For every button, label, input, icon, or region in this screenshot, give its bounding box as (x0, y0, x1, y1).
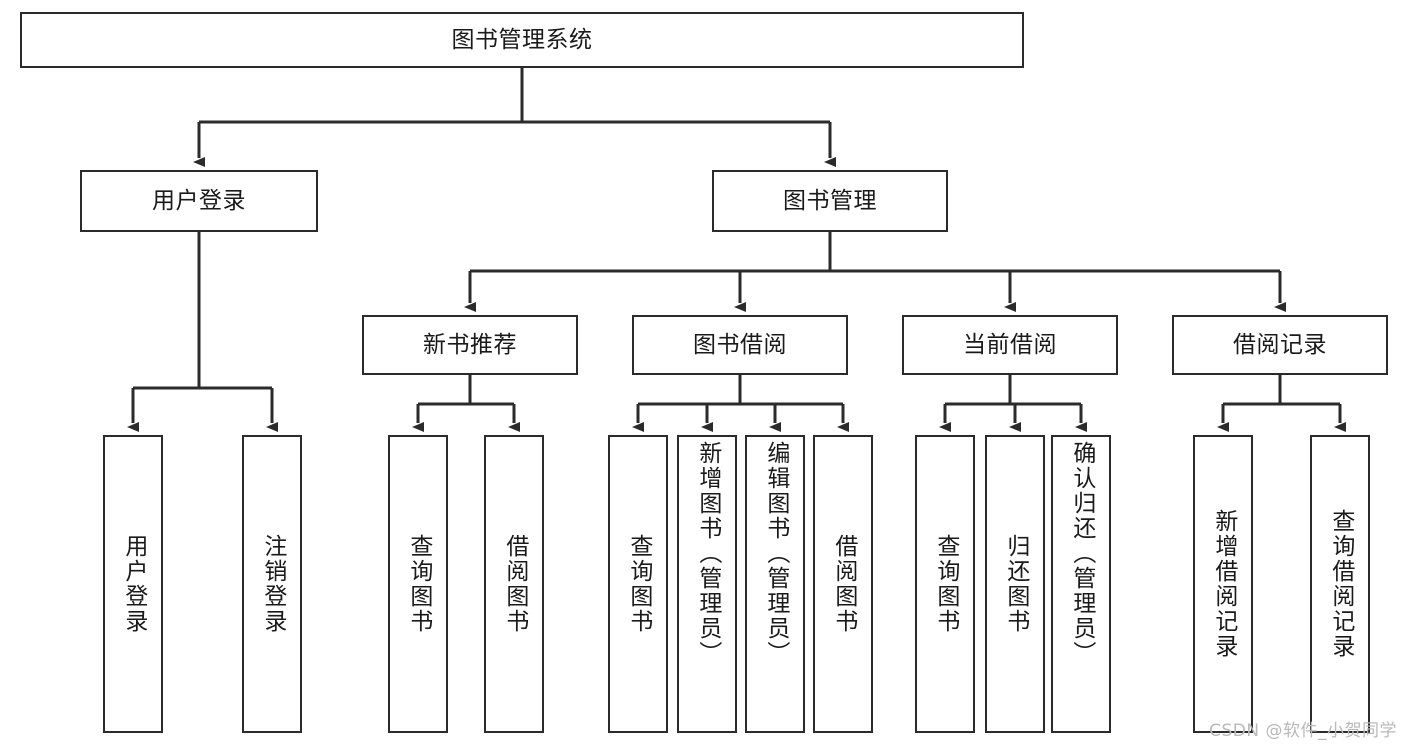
node-label: 查询图书 (932, 534, 959, 634)
node-label: 编辑图书（管理员） (762, 441, 789, 666)
leaf-confirm-return-admin[interactable]: 确认归还（管理员） (1051, 435, 1111, 733)
leaf-edit-book-admin[interactable]: 编辑图书（管理员） (745, 435, 805, 733)
leaf-logout[interactable]: 注销登录 (242, 435, 302, 733)
node-label: 用户登录 (152, 187, 246, 214)
node-label: 借阅图书 (830, 534, 857, 634)
node-user-login[interactable]: 用户登录 (80, 170, 318, 232)
node-label: 借阅记录 (1233, 331, 1327, 358)
node-borrow-record[interactable]: 借阅记录 (1172, 315, 1388, 375)
leaf-query-borrow-record[interactable]: 查询借阅记录 (1310, 435, 1370, 733)
node-root-system[interactable]: 图书管理系统 (20, 12, 1024, 68)
node-label: 查询图书 (625, 534, 652, 634)
leaf-query-book-borrow[interactable]: 查询图书 (608, 435, 668, 733)
leaf-borrow-book[interactable]: 借阅图书 (813, 435, 873, 733)
leaf-query-book-recommend[interactable]: 查询图书 (388, 435, 448, 733)
node-label: 归还图书 (1002, 534, 1029, 634)
node-label: 注销登录 (259, 534, 286, 634)
node-label: 图书管理系统 (451, 26, 593, 53)
node-label: 用户登录 (120, 534, 147, 634)
node-label: 图书借阅 (693, 331, 787, 358)
leaf-borrow-book-recommend[interactable]: 借阅图书 (484, 435, 544, 733)
leaf-add-book-admin[interactable]: 新增图书（管理员） (677, 435, 737, 733)
leaf-query-book-current[interactable]: 查询图书 (915, 435, 975, 733)
node-label: 确认归还（管理员） (1068, 441, 1095, 666)
node-label: 当前借阅 (963, 331, 1057, 358)
node-label: 图书管理 (783, 187, 877, 214)
node-book-borrow[interactable]: 图书借阅 (632, 315, 848, 375)
leaf-user-login[interactable]: 用户登录 (103, 435, 163, 733)
node-book-management[interactable]: 图书管理 (712, 170, 948, 232)
node-label: 查询图书 (405, 534, 432, 634)
node-label: 借阅图书 (501, 534, 528, 634)
leaf-add-borrow-record[interactable]: 新增借阅记录 (1193, 435, 1253, 733)
node-label: 新书推荐 (423, 331, 517, 358)
node-label: 新增借阅记录 (1210, 509, 1237, 659)
node-label: 查询借阅记录 (1327, 509, 1354, 659)
node-new-book-recommend[interactable]: 新书推荐 (362, 315, 578, 375)
node-label: 新增图书（管理员） (694, 441, 721, 666)
watermark-text: CSDN @软件_小贺同学 (1209, 721, 1397, 741)
leaf-return-book[interactable]: 归还图书 (985, 435, 1045, 733)
node-current-borrow[interactable]: 当前借阅 (902, 315, 1118, 375)
